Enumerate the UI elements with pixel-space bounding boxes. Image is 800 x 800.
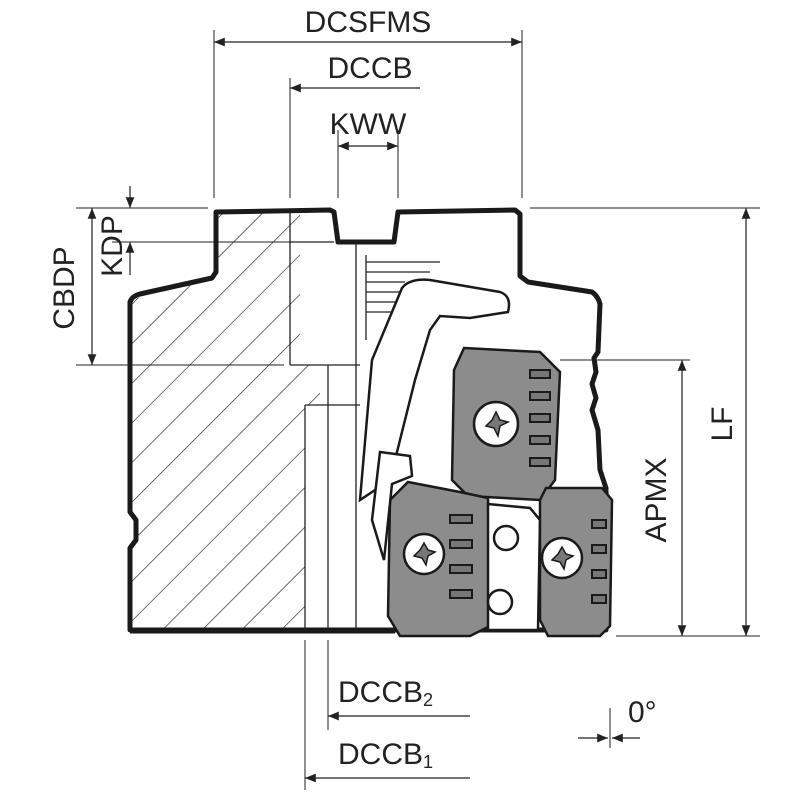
label-kdp: KDP bbox=[96, 215, 129, 277]
coolant-hole-upper bbox=[492, 524, 520, 552]
angle-indicator bbox=[578, 708, 640, 748]
label-dccb1-subscript: 1 bbox=[423, 752, 433, 772]
label-lf: LF bbox=[706, 406, 739, 441]
label-dccb: DCCB bbox=[327, 52, 412, 85]
lower-left-insert-teeth bbox=[449, 514, 473, 599]
lower-right-insert-teeth bbox=[591, 519, 607, 604]
label-kww: KWW bbox=[330, 108, 407, 141]
extension-lines bbox=[76, 30, 760, 790]
lower-pocket bbox=[370, 450, 414, 561]
body-outline bbox=[127, 207, 609, 633]
label-dccb2: DCCB2 bbox=[338, 676, 433, 710]
lower-left-torx-icon bbox=[412, 541, 437, 568]
upper-insert-teeth bbox=[529, 369, 551, 467]
thread-lines bbox=[365, 255, 440, 340]
label-dccb2-subscript: 2 bbox=[423, 690, 433, 710]
upper-torx-icon bbox=[484, 410, 511, 439]
label-cbdp: CBDP bbox=[48, 246, 81, 329]
label-dccb1: DCCB1 bbox=[338, 738, 433, 772]
lower-right-torx-icon bbox=[550, 545, 575, 572]
label-apmx: APMX bbox=[640, 457, 673, 542]
label-dcsfms: DCSFMS bbox=[305, 6, 432, 39]
coolant-hole-lower bbox=[486, 588, 514, 616]
label-angle: 0° bbox=[628, 696, 657, 729]
upper-pocket bbox=[358, 278, 511, 503]
